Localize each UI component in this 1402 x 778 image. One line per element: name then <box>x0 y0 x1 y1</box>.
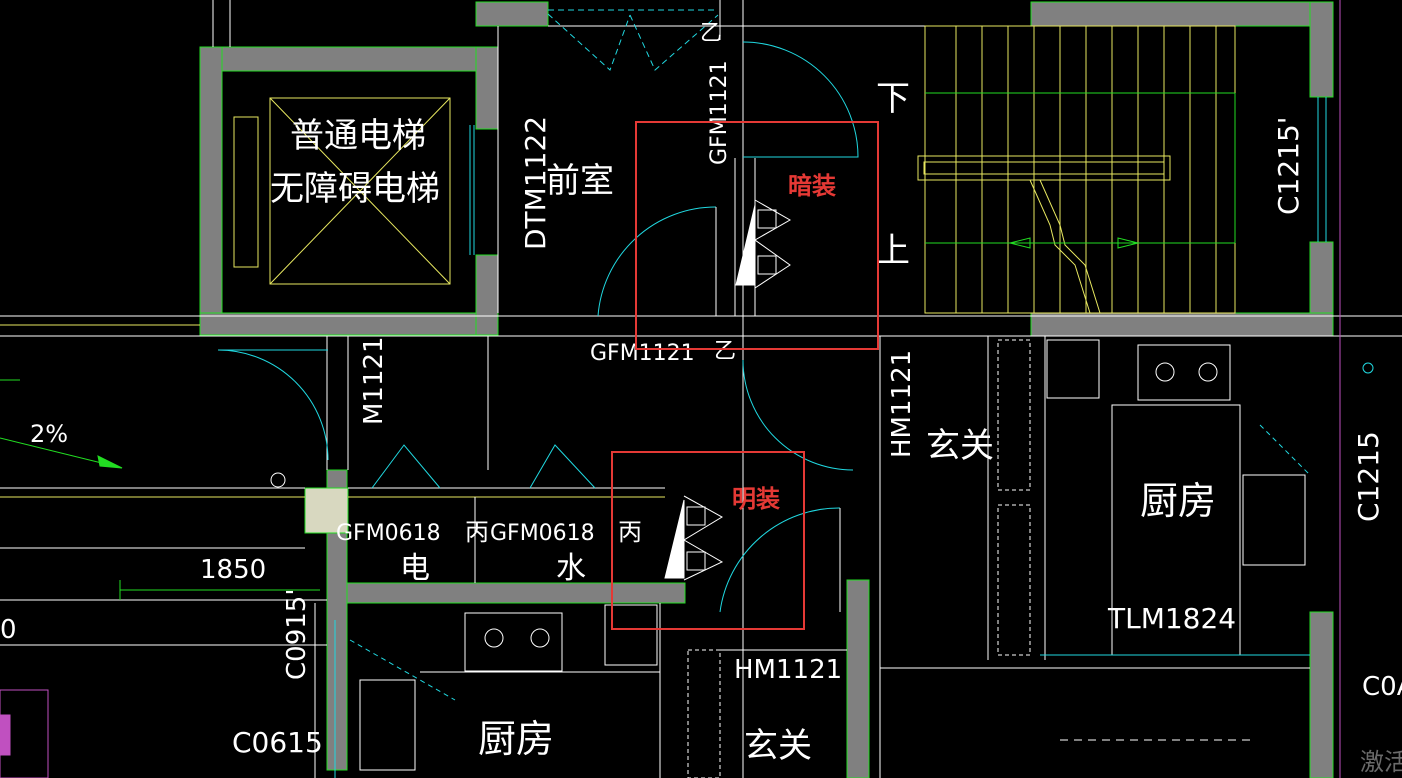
fragment-yi-2: 乙 <box>714 339 736 364</box>
wall-elevator-left <box>199 46 223 336</box>
fridge <box>1046 339 1100 399</box>
elevator-cross-2 <box>269 97 451 285</box>
wall-stair-top <box>1030 1 1334 27</box>
wall-stair-right-top <box>1309 1 1334 98</box>
hydrant-concealed-box-2 <box>757 255 777 275</box>
elevator-label-1: 普通电梯 <box>290 116 426 156</box>
elevator-counterweight <box>233 116 259 268</box>
hydrant-concealed-outline <box>754 199 792 289</box>
wall-elevator-top <box>199 46 499 72</box>
annotation-exposed-label: 明装 <box>732 485 780 513</box>
wall-front-room-top <box>475 1 549 27</box>
watermark-fragment: 激活 <box>1360 748 1402 776</box>
hydrant-concealed <box>735 199 792 289</box>
stair-handrail <box>917 155 1171 181</box>
dtm-label: DTM1122 <box>519 116 552 250</box>
elec-label: 电 <box>400 551 430 586</box>
floor-drain-icon <box>270 472 286 488</box>
stair-outer <box>924 25 1236 314</box>
wall-shaft-left <box>326 469 348 771</box>
walls <box>199 1 1334 778</box>
double-door-top <box>547 9 719 71</box>
elevator-label-2: 无障碍电梯 <box>270 169 440 209</box>
shoe-cabinet-1 <box>997 339 1031 491</box>
stair-break-line-2 <box>1039 179 1101 314</box>
elevator-car <box>269 97 451 285</box>
wall-elevator-right-top <box>475 46 499 130</box>
staircase <box>917 25 1327 314</box>
annotation-box-exposed <box>611 451 805 630</box>
fridge-lower <box>604 604 658 666</box>
annotation-box-concealed <box>635 121 879 350</box>
stair-up-label: 上 <box>876 231 910 271</box>
annotation-concealed-label: 暗装 <box>788 172 836 200</box>
wall-elevator-right-bottom <box>475 254 499 336</box>
c0915-label: C0915' <box>282 589 312 680</box>
door-swing-m1121 <box>217 349 329 461</box>
shoe-cabinet-2 <box>997 504 1031 656</box>
hm1121-right: HM1121 <box>887 350 917 458</box>
right-apartment <box>719 0 1374 778</box>
hydrant-exposed-outline <box>683 495 724 581</box>
stair-break-line <box>1029 179 1091 314</box>
hydrant-exposed-triangle <box>664 499 685 579</box>
hydrant-exposed-box-1 <box>686 506 706 526</box>
hydrant-concealed-box-1 <box>757 209 777 229</box>
lower-apartment <box>314 603 847 778</box>
left-corridor <box>0 349 329 778</box>
stair-arrow-head-left <box>1009 237 1031 249</box>
door-swing-gfm-upper <box>742 41 859 158</box>
door-swing-lower <box>742 359 854 471</box>
gfm0618-mid: GFM0618 <box>490 521 595 546</box>
wall-lower-mid <box>846 579 870 778</box>
hydrant-concealed-triangle <box>735 204 756 286</box>
m1121-label: M1121 <box>359 336 389 425</box>
kitchen-label-1: 厨房 <box>1140 479 1216 523</box>
stove-lower <box>464 612 563 672</box>
stair-treads <box>955 26 1217 313</box>
c0615-label: C0615 <box>232 726 323 759</box>
kitchen-label-2: 厨房 <box>478 717 554 761</box>
window-c1215-right: C1215 <box>1352 431 1385 522</box>
sink-right <box>1242 474 1306 566</box>
shaft-rooms <box>348 444 665 583</box>
gfm-vertical-label: GFM1121 <box>707 60 732 165</box>
wall-lower-right <box>1309 611 1334 778</box>
dim-1850: 1850 <box>200 555 266 585</box>
hydrant-exposed <box>664 495 724 581</box>
window-c1215-top: C1215' <box>1272 116 1305 215</box>
door-arc-1 <box>547 13 631 71</box>
entrance-label-2: 玄关 <box>744 726 812 766</box>
slope-label: 2% <box>30 420 68 448</box>
shaft-door-1 <box>371 444 441 489</box>
gfm0618-left: GFM0618 <box>336 521 441 546</box>
stair-handrail-inner <box>923 161 1165 175</box>
edge-c0a: C0A <box>1362 672 1402 702</box>
bing-2: 丙 <box>618 518 642 546</box>
hm1121-bottom: HM1121 <box>734 655 842 685</box>
door-swing-gfm-left <box>597 206 717 317</box>
elevator-shaft <box>233 97 475 285</box>
wall-shaft-bottom <box>326 582 686 604</box>
shaft-door-2 <box>529 444 596 489</box>
front-room-label: 前室 <box>546 161 614 201</box>
water-label: 水 <box>556 551 586 586</box>
door-swing-hm-lower <box>719 507 841 613</box>
bing-1: 丙 <box>465 518 489 546</box>
stair-arrow-head-right <box>1117 237 1139 249</box>
door-arc-2 <box>629 14 719 71</box>
wall-column <box>304 487 349 534</box>
stove-right <box>1137 344 1231 401</box>
fragment-yi-1: 乙 <box>700 21 722 46</box>
hydrant-exposed-box-2 <box>686 551 706 571</box>
stair-down-label: 下 <box>876 79 910 119</box>
gfm-horizontal-label: GFM1121 <box>590 341 695 366</box>
entrance-label-1: 玄关 <box>926 426 994 466</box>
edge-zero: 0 <box>0 615 17 645</box>
tlm-label: TLM1824 <box>1107 602 1236 635</box>
shoe-cabinet-lower <box>687 649 721 778</box>
sink-lower <box>359 679 416 771</box>
